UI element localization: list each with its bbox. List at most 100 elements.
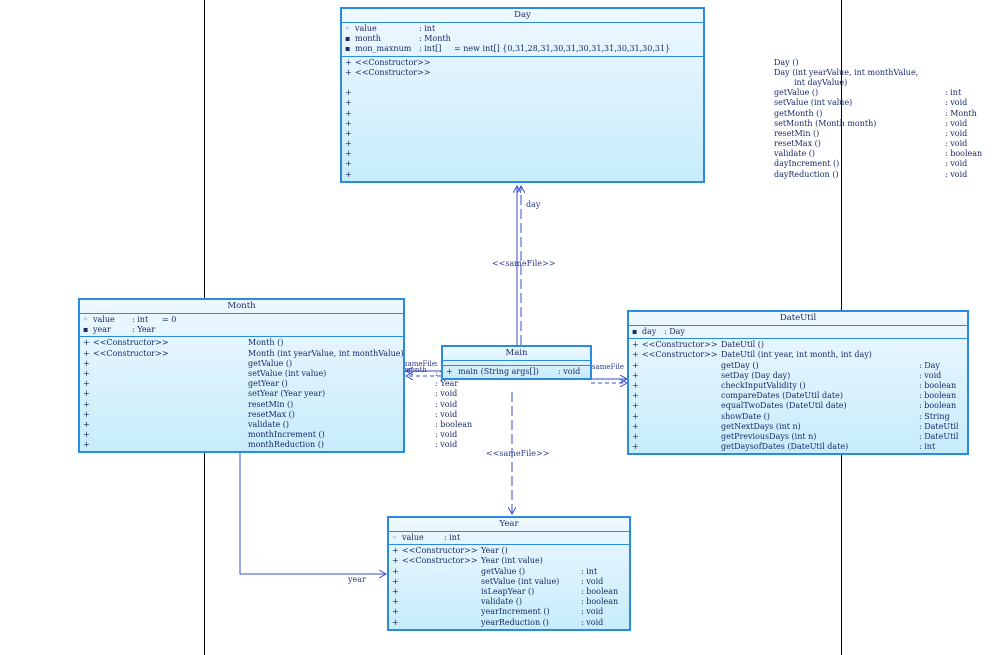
- operation-row[interactable]: +monthIncrement (): void: [80, 430, 457, 440]
- operation-row[interactable]: +<<Constructor>>Day (int yearValue, int …: [342, 68, 918, 78]
- operation-row[interactable]: +<<Constructor>>Day (): [342, 57, 799, 68]
- constructor-stereotype: <<Constructor>>: [93, 338, 169, 348]
- attribute-row[interactable]: ◦value: int= 0: [80, 315, 403, 325]
- operation-return-type: : void: [435, 409, 458, 419]
- operation-return-type: : void: [919, 370, 942, 380]
- operation-row[interactable]: +yearReduction (): void: [389, 618, 629, 628]
- visibility-icon: +: [83, 430, 90, 440]
- operation-row[interactable]: +setValue (int value): void: [389, 577, 629, 587]
- operation-signature: setValue (int value): [774, 98, 853, 108]
- operation-row[interactable]: +getValue (): int: [389, 567, 629, 577]
- operation-row[interactable]: +resetMax (): void: [80, 410, 457, 420]
- operation-row[interactable]: int dayValue): [342, 78, 847, 88]
- visibility-icon: +: [632, 380, 639, 390]
- constructor-stereotype: <<Constructor>>: [402, 556, 478, 566]
- operation-row[interactable]: +setYear (Year year): void: [80, 389, 457, 399]
- class-month[interactable]: Month◦value: int= 0▪year: Year+<<Constru…: [78, 298, 472, 454]
- operation-row[interactable]: +validate (): boolean: [342, 149, 982, 159]
- operation-signature: setValue (int value): [481, 576, 560, 586]
- operation-row[interactable]: +<<Constructor>>Month (): [80, 338, 403, 348]
- operation-signature: isLeapYear (): [481, 586, 535, 596]
- attribute-row[interactable]: ◦value: int: [389, 533, 629, 543]
- operation-row[interactable]: +getValue (): int: [342, 88, 961, 98]
- visibility-icon: +: [632, 391, 639, 401]
- operation-row[interactable]: +compareDates (DateUtil date): boolean: [629, 391, 967, 401]
- operation-row[interactable]: +getYear (): Year: [80, 379, 458, 389]
- operation-row[interactable]: +getPreviousDays (int n): DateUtil: [629, 432, 967, 442]
- operation-return-type: : Day: [919, 360, 940, 370]
- operation-row[interactable]: +validate (): boolean: [389, 597, 629, 607]
- visibility-icon: +: [83, 399, 90, 409]
- operation-row[interactable]: +resetMax (): void: [342, 139, 967, 149]
- operation-row[interactable]: +isLeapYear (): boolean: [389, 587, 629, 597]
- operation-return-type: : boolean: [435, 419, 473, 429]
- operation-row[interactable]: +getDay (): Day: [629, 361, 967, 371]
- operation-row[interactable]: +validate (): boolean: [80, 420, 472, 430]
- operation-row[interactable]: +getMonth (): Month: [342, 109, 977, 119]
- constructor-stereotype: <<Constructor>>: [93, 348, 169, 358]
- operation-signature: getMonth (): [774, 108, 823, 118]
- operation-return-type: : boolean: [919, 401, 957, 411]
- operation-signature: dayIncrement (): [774, 159, 840, 169]
- attribute-type: : Year: [132, 325, 156, 335]
- operation-row[interactable]: +<<Constructor>>Year (int value): [389, 556, 629, 566]
- operation-row[interactable]: +main (String args[]): void: [443, 367, 590, 377]
- operation-signature: int dayValue): [794, 77, 848, 87]
- constructor-stereotype: <<Constructor>>: [642, 350, 718, 360]
- visibility-icon: +: [392, 607, 399, 617]
- operation-row[interactable]: +setDay (Day day): void: [629, 371, 967, 381]
- operation-row[interactable]: +monthReduction (): void: [80, 440, 457, 450]
- operation-row[interactable]: +<<Constructor>>Month (int yearValue, in…: [80, 348, 404, 359]
- operation-row[interactable]: +<<Constructor>>Year (): [389, 546, 629, 556]
- operation-row[interactable]: +setMonth (Month month): void: [342, 118, 967, 129]
- operation-row[interactable]: +getDaysofDates (DateUtil date): int: [629, 442, 967, 452]
- operation-row[interactable]: +resetMin (): void: [342, 129, 967, 139]
- visibility-icon: +: [345, 57, 352, 67]
- attribute-row[interactable]: ▪month: Month: [342, 34, 703, 44]
- operation-row[interactable]: +dayReduction (): void: [342, 170, 967, 180]
- operation-signature: validate (): [481, 597, 523, 607]
- main-class-name: Main: [443, 347, 590, 361]
- attribute-row[interactable]: ▪year: Year: [80, 325, 403, 335]
- visibility-icon: +: [632, 350, 639, 360]
- attribute-name: month: [355, 34, 381, 44]
- attribute-type: : int: [132, 315, 149, 324]
- operation-signature: dayReduction (): [774, 169, 839, 179]
- operation-return-type: : void: [558, 367, 581, 376]
- month-class-name: Month: [80, 300, 403, 314]
- operation-row[interactable]: +yearIncrement (): void: [389, 607, 629, 617]
- class-dateutil[interactable]: DateUtil▪day: Day+<<Constructor>>DateUti…: [627, 310, 969, 456]
- day-attributes: ◦value: int▪month: Month▪mon_maxnum: int…: [342, 23, 703, 57]
- visibility-icon: +: [392, 597, 399, 607]
- attribute-row[interactable]: ▪day: Day: [629, 327, 967, 337]
- operation-row[interactable]: +resetMin (): void: [80, 399, 457, 410]
- operation-row[interactable]: +dayIncrement (): void: [342, 159, 967, 169]
- operation-row[interactable]: +equalTwoDates (DateUtil date): boolean: [629, 401, 967, 411]
- operation-row[interactable]: +getValue (): int: [80, 359, 451, 369]
- year-attributes: ◦value: int: [389, 532, 629, 546]
- operation-row[interactable]: +checkInputValidity (): boolean: [629, 381, 967, 391]
- operation-return-type: : void: [435, 440, 458, 450]
- attribute-row[interactable]: ◦value: int: [342, 24, 703, 34]
- class-day[interactable]: Day◦value: int▪month: Month▪mon_maxnum: …: [340, 7, 982, 183]
- operation-row[interactable]: +<<Constructor>>DateUtil (int year, int …: [629, 350, 967, 360]
- label-main-month-role: month: [404, 366, 427, 374]
- attribute-row[interactable]: ▪mon_maxnum: int[]= new int[] {0,31,28,3…: [342, 44, 703, 54]
- operation-row[interactable]: +showDate (): String: [629, 412, 967, 422]
- visibility-icon: +: [345, 118, 352, 128]
- operation-return-type: : boolean: [919, 380, 957, 390]
- constructor-stereotype: <<Constructor>>: [402, 546, 478, 556]
- operation-row[interactable]: +setValue (int value): void: [80, 369, 457, 379]
- class-main[interactable]: Main +main (String args[]): void: [441, 345, 592, 381]
- visibility-icon: +: [632, 442, 639, 452]
- attribute-type: : Day: [664, 327, 685, 336]
- operation-row[interactable]: +getNextDays (int n): DateUtil: [629, 422, 967, 432]
- operation-return-type: : void: [945, 98, 968, 108]
- day-class-name: Day: [342, 9, 703, 23]
- operation-return-type: : void: [945, 159, 968, 169]
- visibility-icon: +: [392, 617, 399, 627]
- class-year[interactable]: Year◦value: int+<<Constructor>>Year ()+<…: [387, 516, 631, 631]
- operation-return-type: : int: [581, 566, 598, 576]
- operation-row[interactable]: +setValue (int value): void: [342, 98, 967, 108]
- operation-row[interactable]: +<<Constructor>>DateUtil (): [629, 340, 967, 350]
